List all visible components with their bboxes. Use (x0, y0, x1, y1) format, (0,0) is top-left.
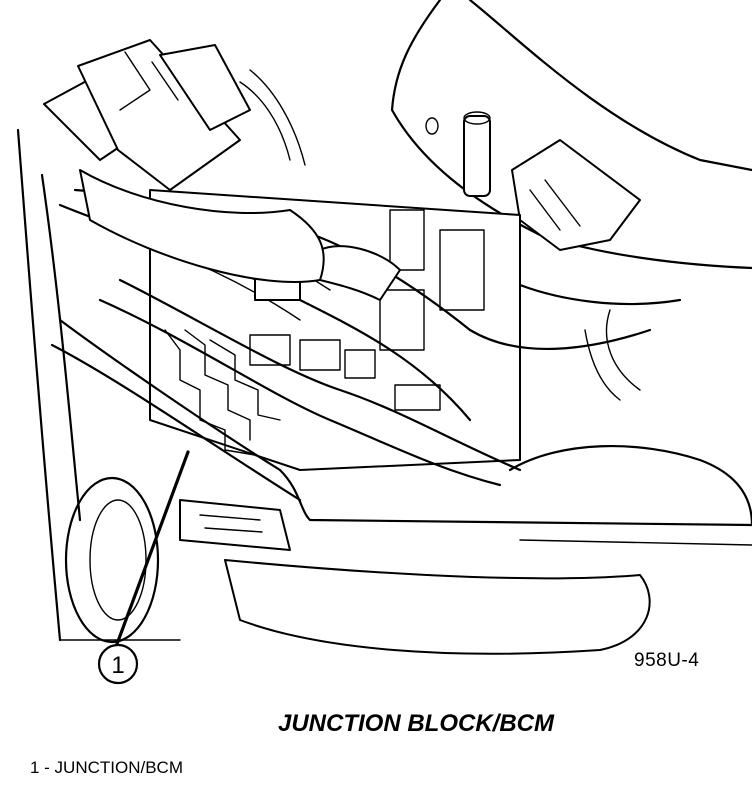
callout-leader (115, 450, 190, 646)
callout-1: 1 (97, 450, 190, 685)
lower-trim-bezel (50, 318, 752, 655)
figure-id: 958U-4 (634, 650, 700, 671)
figure-caption: JUNCTION BLOCK/BCM (278, 710, 554, 737)
callout-number: 1 (111, 652, 124, 679)
legend-item: 1 - JUNCTION/BCM (30, 758, 183, 777)
speaker-grommet (64, 476, 160, 644)
harness-connector (43, 39, 325, 283)
callout-balloon (97, 643, 139, 685)
junction-block-illustration: 1 (16, 0, 752, 685)
